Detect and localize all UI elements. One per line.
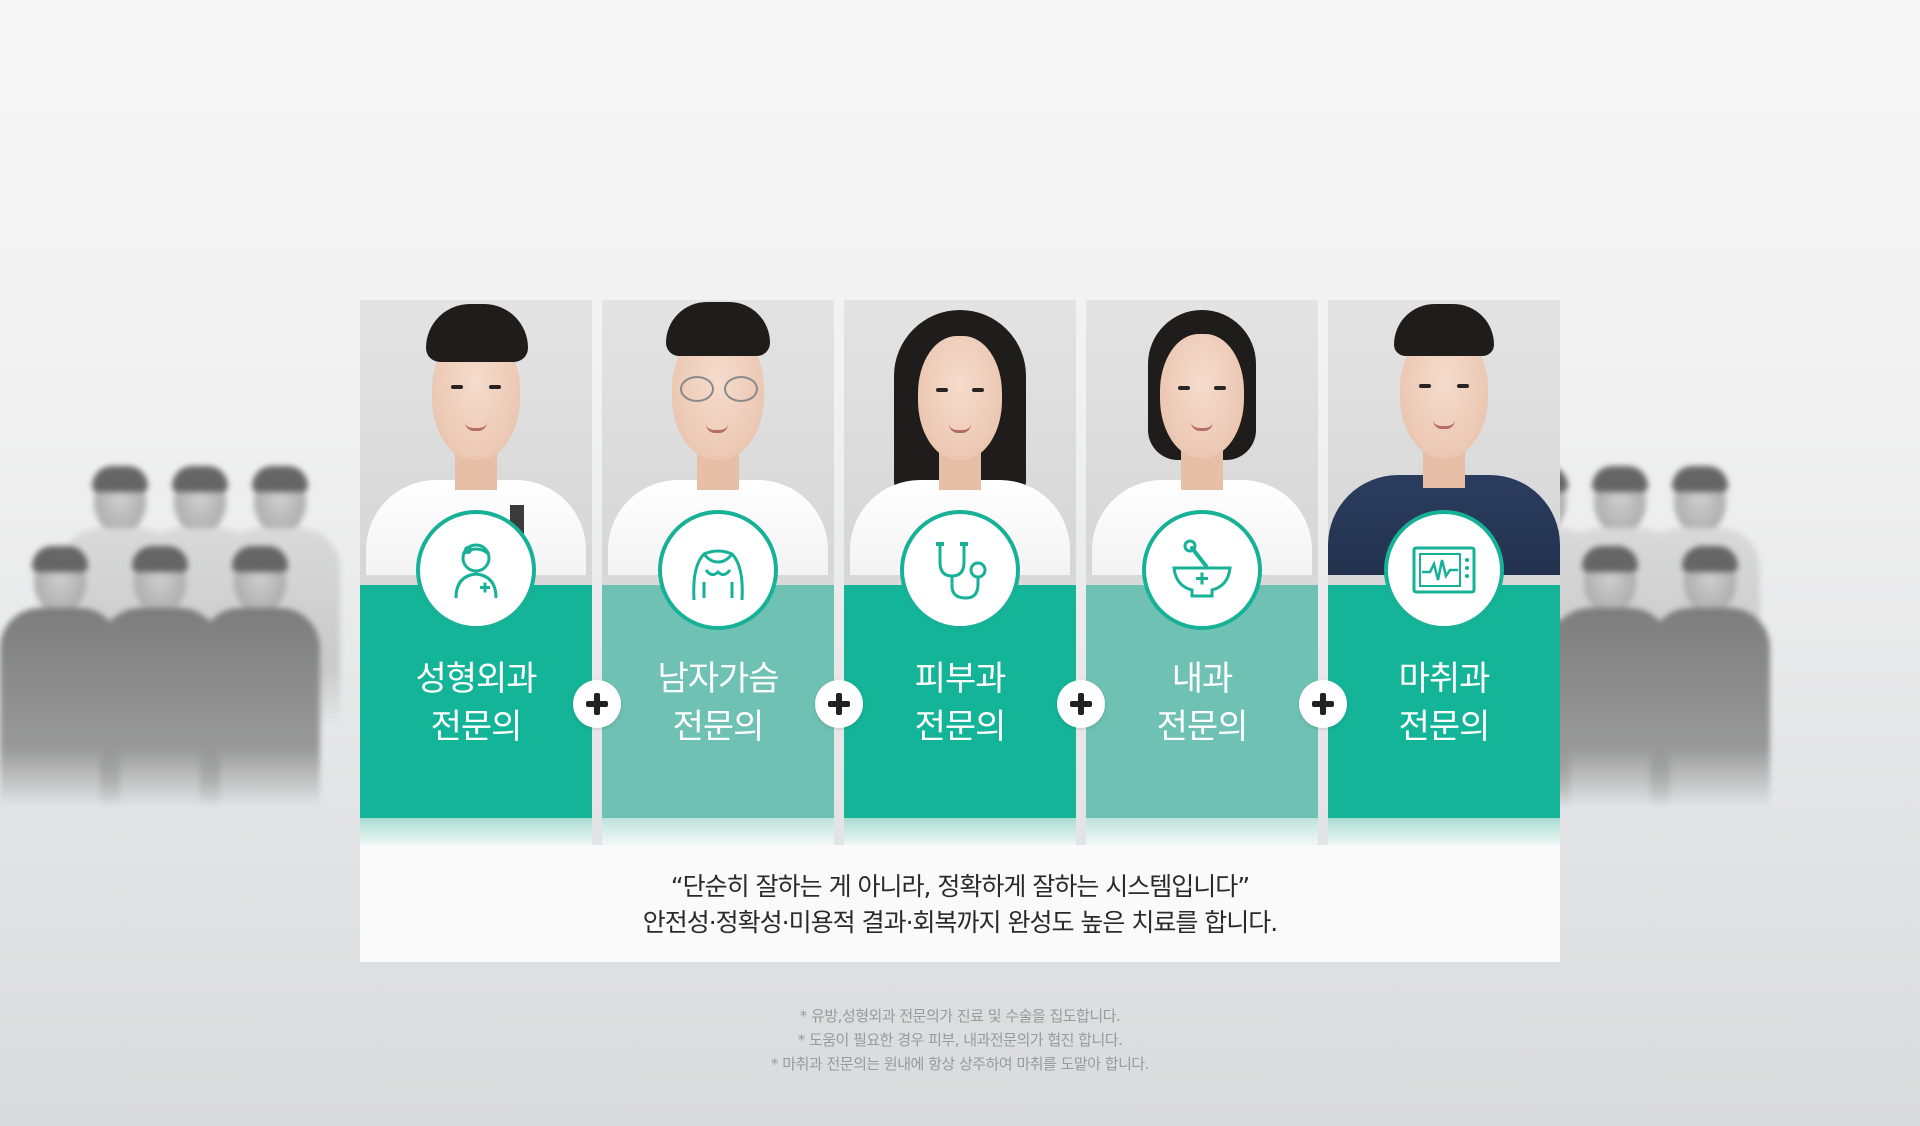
footnote: * 도움이 필요한 경우 피부, 내과전문의가 협진 합니다. bbox=[797, 1031, 1123, 1049]
footnote: * 유방,성형외과 전문의가 진료 및 수술을 집도합니다. bbox=[799, 1007, 1121, 1025]
mortar-pestle-icon-badge bbox=[1142, 510, 1262, 630]
specialist-name: 남자가슴 bbox=[657, 659, 779, 699]
specialist-card-anesthesiology: 마취과 전문의 bbox=[1328, 300, 1560, 845]
mortar-pestle-icon bbox=[1172, 539, 1232, 598]
stethoscope-icon-badge bbox=[900, 510, 1020, 630]
specialist-title: 전문의 bbox=[672, 707, 765, 747]
statement-box: “단순히 잘하는 게 아니라, 정확하게 잘하는 시스템입니다” 안전성·정확성… bbox=[360, 845, 1560, 962]
specialist-name: 내과 bbox=[1171, 659, 1234, 699]
footnotes: * 유방,성형외과 전문의가 진료 및 수술을 집도합니다. * 도움이 필요한… bbox=[560, 1004, 1360, 1076]
stethoscope-icon bbox=[936, 542, 987, 600]
footnote: * 마취과 전문의는 원내에 항상 상주하여 마취를 도맡아 합니다. bbox=[771, 1055, 1149, 1073]
male-chest-icon-badge bbox=[658, 510, 778, 630]
plus-icon bbox=[1057, 680, 1105, 728]
specialist-label: 남자가슴 전문의 bbox=[602, 655, 834, 751]
background-team-left bbox=[0, 440, 580, 860]
specialist-title: 전문의 bbox=[914, 707, 1007, 747]
doctor-photo bbox=[360, 300, 592, 575]
doctor-icon bbox=[454, 543, 498, 599]
statement-subline: 안전성·정확성·미용적 결과·회복까지 완성도 높은 치료를 합니다. bbox=[642, 908, 1279, 937]
plus-icon bbox=[573, 680, 621, 728]
heart-monitor-icon-badge bbox=[1384, 510, 1504, 630]
specialist-label: 마취과 전문의 bbox=[1328, 655, 1560, 751]
specialist-panel: 성형외과 전문의 bbox=[360, 300, 1560, 962]
male-chest-icon bbox=[692, 549, 744, 601]
specialist-title: 전문의 bbox=[1398, 707, 1491, 747]
specialist-title: 전문의 bbox=[1156, 707, 1249, 747]
specialist-card-plastic-surgery: 성형외과 전문의 bbox=[360, 300, 592, 845]
specialist-card-internal-medicine: 내과 전문의 bbox=[1086, 300, 1318, 845]
specialist-card-male-chest: 남자가슴 전문의 bbox=[602, 300, 834, 845]
specialist-label: 피부과 전문의 bbox=[844, 655, 1076, 751]
specialist-name: 성형외과 bbox=[415, 659, 537, 699]
specialist-name: 마취과 bbox=[1398, 659, 1491, 699]
heart-monitor-icon bbox=[1412, 546, 1476, 594]
doctor-icon-badge bbox=[416, 510, 536, 630]
specialist-title: 전문의 bbox=[430, 707, 523, 747]
statement-quote: “단순히 잘하는 게 아니라, 정확하게 잘하는 시스템입니다” bbox=[670, 872, 1251, 901]
specialist-label: 성형외과 전문의 bbox=[360, 655, 592, 751]
specialist-cards: 성형외과 전문의 bbox=[360, 300, 1560, 845]
specialist-card-dermatology: 피부과 전문의 bbox=[844, 300, 1076, 845]
specialist-name: 피부과 bbox=[914, 659, 1007, 699]
plus-icon bbox=[1299, 680, 1347, 728]
specialist-label: 내과 전문의 bbox=[1086, 655, 1318, 751]
plus-icon bbox=[815, 680, 863, 728]
